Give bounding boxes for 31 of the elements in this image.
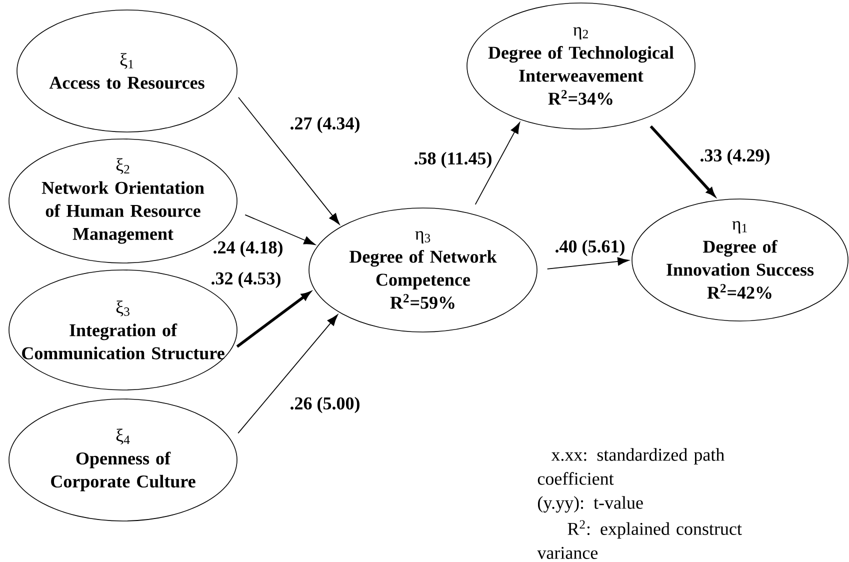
construct-label: η$_{1}$ Degree of Innovation Success R$^{2}$=42% — [666, 221, 814, 299]
arrow — [650, 125, 715, 196]
path-coefficient: .26 (5.00) — [288, 396, 362, 414]
arrow — [238, 314, 338, 434]
path-coefficient: .32 (4.53) — [210, 270, 282, 290]
path-coefficient: .27 (4.34) — [288, 116, 362, 134]
legend-note: R$^{2}$: explained construct variance — [537, 520, 742, 559]
arrow — [474, 122, 520, 205]
construct-label: ξ$_{4}$ Openness of Corporate Culture — [51, 428, 196, 492]
construct-label: ξ$_{1}$ Access to Resources — [49, 53, 204, 89]
construct-ellipse — [632, 198, 848, 322]
construct-label: η$_{2}$ Degree of Technological Interweavement R$^{2}$=34% — [488, 27, 674, 105]
construct-label: ξ$_{2}$ Network Orientation of Human Resource Management — [42, 158, 204, 244]
path-coefficient: .33 (4.29) — [698, 148, 772, 166]
construct-label: ξ$_{3}$ Integration of Communication Structure — [22, 300, 224, 360]
construct-ellipse — [308, 208, 538, 332]
arrow — [238, 96, 340, 225]
arrow — [236, 292, 310, 348]
construct-label: η$_{3}$ Degree of Network Competence R$^{2}$=59% — [350, 231, 497, 309]
path-coefficient: .58 (11.45) — [412, 150, 494, 170]
construct-ellipse — [16, 10, 238, 132]
legend-note: x.xx: standardized path coefficient — [538, 448, 724, 485]
construct-ellipse — [8, 270, 238, 390]
path-coefficient: .40 (5.61) — [554, 238, 626, 258]
arrow — [244, 214, 316, 245]
legend-note: (y.yy): t-value — [538, 496, 643, 513]
path-coefficient: .24 (4.18) — [212, 240, 284, 258]
construct-ellipse — [8, 138, 238, 264]
construct-ellipse — [466, 2, 696, 130]
arrow — [546, 257, 630, 270]
construct-ellipse — [8, 398, 238, 522]
